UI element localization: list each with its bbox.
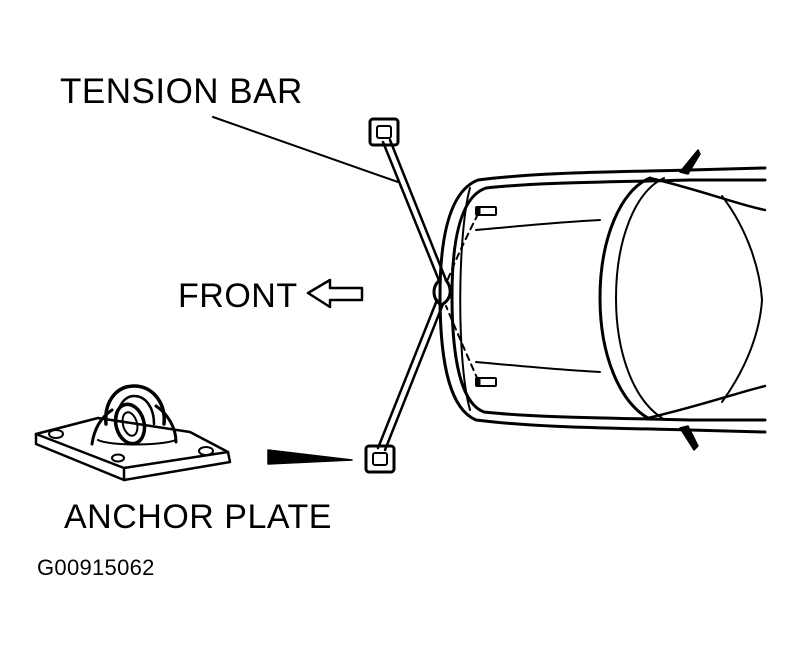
vehicle-body [438, 166, 767, 434]
front-arrow-icon [306, 278, 364, 309]
mirror-lower [679, 425, 699, 451]
mirror-upper [679, 149, 701, 175]
upper-tension-bar [381, 138, 448, 285]
tension-bar-hook [432, 278, 452, 306]
lower-anchor-block [364, 444, 396, 474]
hidden-tie-down-lines [445, 213, 479, 381]
tension-bar-leader-line [212, 116, 399, 183]
anchor-plate-label: ANCHOR PLATE [64, 498, 332, 536]
tie-down-slot-lower [475, 377, 497, 387]
figure-code-label: G00915062 [37, 555, 155, 580]
tension-bar-label: TENSION BAR [60, 72, 303, 111]
upper-anchor-block [368, 117, 400, 147]
front-label: FRONT [178, 277, 298, 315]
wedge-pointer-icon [267, 449, 353, 465]
tie-down-slot-upper [475, 206, 497, 216]
anchor-plate-icon [34, 384, 232, 482]
lower-tension-bar [376, 298, 445, 452]
